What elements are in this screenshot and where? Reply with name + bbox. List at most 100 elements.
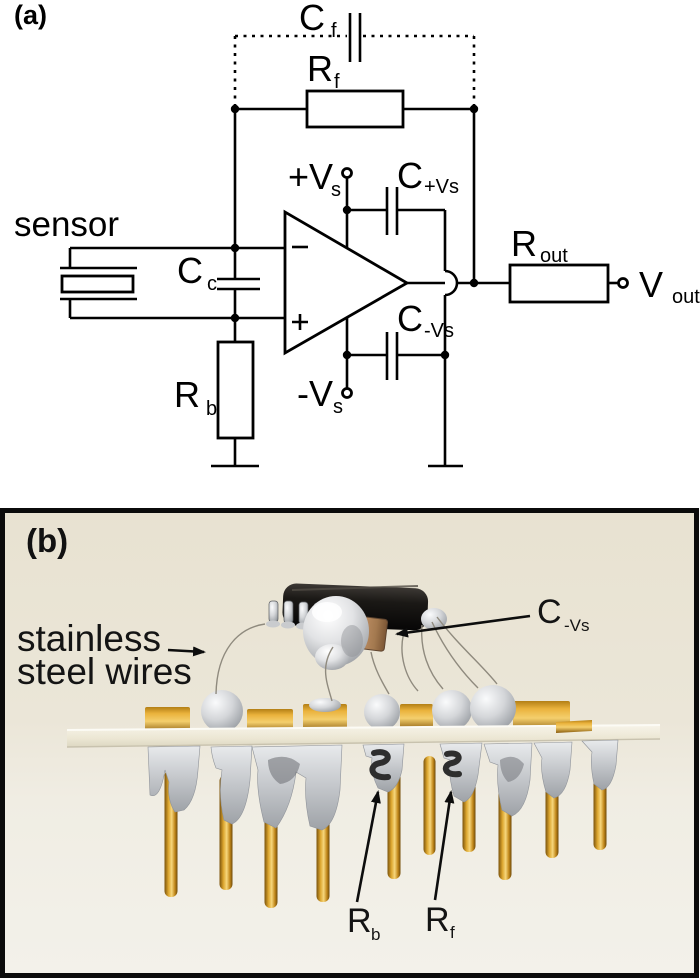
stainless-label-line2: steel wires [17, 651, 192, 692]
solder-ball [201, 690, 243, 732]
cc-capacitor-symbol [217, 277, 260, 291]
opamp-chip-assembly [266, 583, 447, 670]
solder-dark-patch [268, 756, 300, 784]
board-strip [67, 725, 660, 747]
bias-resistor-branch: R b [174, 318, 259, 468]
c-minus-vs-capacitor-symbol [385, 332, 399, 380]
c-plus-vs-capacitor-symbol [385, 187, 399, 235]
cc-label: C [177, 250, 203, 291]
solder-wrap [581, 739, 619, 791]
solder-wrap [362, 743, 405, 793]
gold-standoff [303, 704, 347, 732]
rout-label: R [511, 223, 537, 264]
minus-vs-label-sub: s [333, 396, 343, 418]
solder-ball [470, 685, 516, 731]
gold-standoff [145, 707, 190, 733]
sensor-label: sensor [14, 205, 119, 244]
junction-dot [342, 205, 352, 215]
panel-a-label: (a) [14, 0, 47, 30]
sensor-element: sensor [14, 205, 285, 320]
rf-label: R [307, 48, 333, 89]
solder-wraps [147, 739, 619, 831]
stainless-arrow [167, 646, 206, 657]
c-minus-vs-label-sub: -Vs [424, 320, 454, 342]
solder-dark-patch [500, 756, 524, 782]
junction-dot [230, 243, 240, 253]
panel-b-label: (b) [26, 522, 68, 559]
minus-vs-terminal [341, 387, 353, 399]
vout-terminal [617, 277, 629, 289]
cc-label-sub: c [207, 273, 217, 295]
cf-label-sub: f [331, 20, 337, 42]
solder-wrap [533, 741, 573, 799]
junction-dot [230, 104, 240, 114]
rf-label-sub: f [334, 71, 340, 93]
c-plus-vs-label-sub: +Vs [424, 176, 459, 198]
c-plus-vs-label: C [397, 155, 423, 196]
junction-dot [342, 350, 352, 360]
junction-dot [469, 104, 479, 114]
ic-lead [283, 600, 294, 624]
rf-arrow [433, 790, 455, 901]
right-solder-blob [421, 608, 447, 630]
steel-wire [436, 616, 498, 685]
ic-lead [268, 600, 279, 623]
vout-label: V [639, 264, 663, 305]
gold-flat-pad [556, 720, 592, 733]
gold-standoff [400, 704, 433, 730]
steel-wire [215, 623, 266, 695]
minus-vs-label: -V [297, 373, 333, 414]
rf-resistor-mark [442, 750, 462, 778]
plus-vs-label-sub: s [331, 179, 341, 201]
board-top-components [145, 685, 570, 733]
sensor-plates [60, 266, 137, 301]
positive-supply-branch: +V s C +Vs [288, 155, 459, 271]
junction-dot [440, 350, 450, 360]
rout-resistor-symbol [508, 263, 610, 304]
ic-lead-foot [281, 621, 295, 629]
plus-vs-label: +V [288, 156, 333, 197]
c-minus-vs-label: C [397, 298, 423, 339]
rf-resistor-symbol [305, 89, 405, 129]
sensor-crystal-symbol [60, 274, 135, 294]
photo-annotations: (b) stainless steel wires C -Vs R b R f [17, 522, 590, 944]
steel-wire [324, 646, 334, 702]
feedback-resistor-branch: R f [235, 48, 474, 129]
steel-wire [431, 621, 479, 689]
negative-supply-branch: -V s C -Vs [297, 295, 463, 468]
gold-pin [423, 756, 436, 855]
rb-resistor-symbol [216, 340, 255, 440]
board-bottom-edge [66, 738, 661, 748]
cf-capacitor-symbol [348, 13, 362, 62]
solder-shade [341, 625, 363, 657]
c-plus-vs-wires [347, 208, 447, 271]
rout-label-sub: out [540, 245, 568, 267]
pcb-board [66, 720, 661, 748]
solder-wrap [147, 745, 201, 813]
gold-standoff [247, 709, 293, 733]
junction-dots [230, 104, 479, 360]
c-minus-vs-arrow [395, 614, 531, 638]
solder-ball [364, 694, 400, 730]
feedback-capacitor-branch: C f [233, 0, 476, 109]
solder-wrap [210, 745, 253, 825]
opamp-noninverting-mark [292, 314, 308, 330]
photo-rf-label: R [425, 901, 450, 939]
solder-highlight [312, 602, 342, 622]
junction-dot [230, 313, 240, 323]
coupling-capacitor: C c [177, 248, 260, 318]
wire-hop [444, 269, 459, 297]
rb-resistor-mark [369, 749, 391, 781]
rb-label: R [174, 374, 200, 415]
photo-panel: (b) stainless steel wires C -Vs R b R f [0, 508, 699, 978]
photo-rf-label-sub: f [450, 923, 455, 942]
plus-vs-terminal [341, 167, 353, 179]
solder-ball [432, 690, 472, 730]
cf-label: C [299, 0, 325, 38]
junction-dot [469, 278, 479, 288]
steel-wire [401, 631, 419, 692]
gold-standoff [513, 701, 570, 732]
photo-rb-label-sub: b [371, 925, 380, 944]
